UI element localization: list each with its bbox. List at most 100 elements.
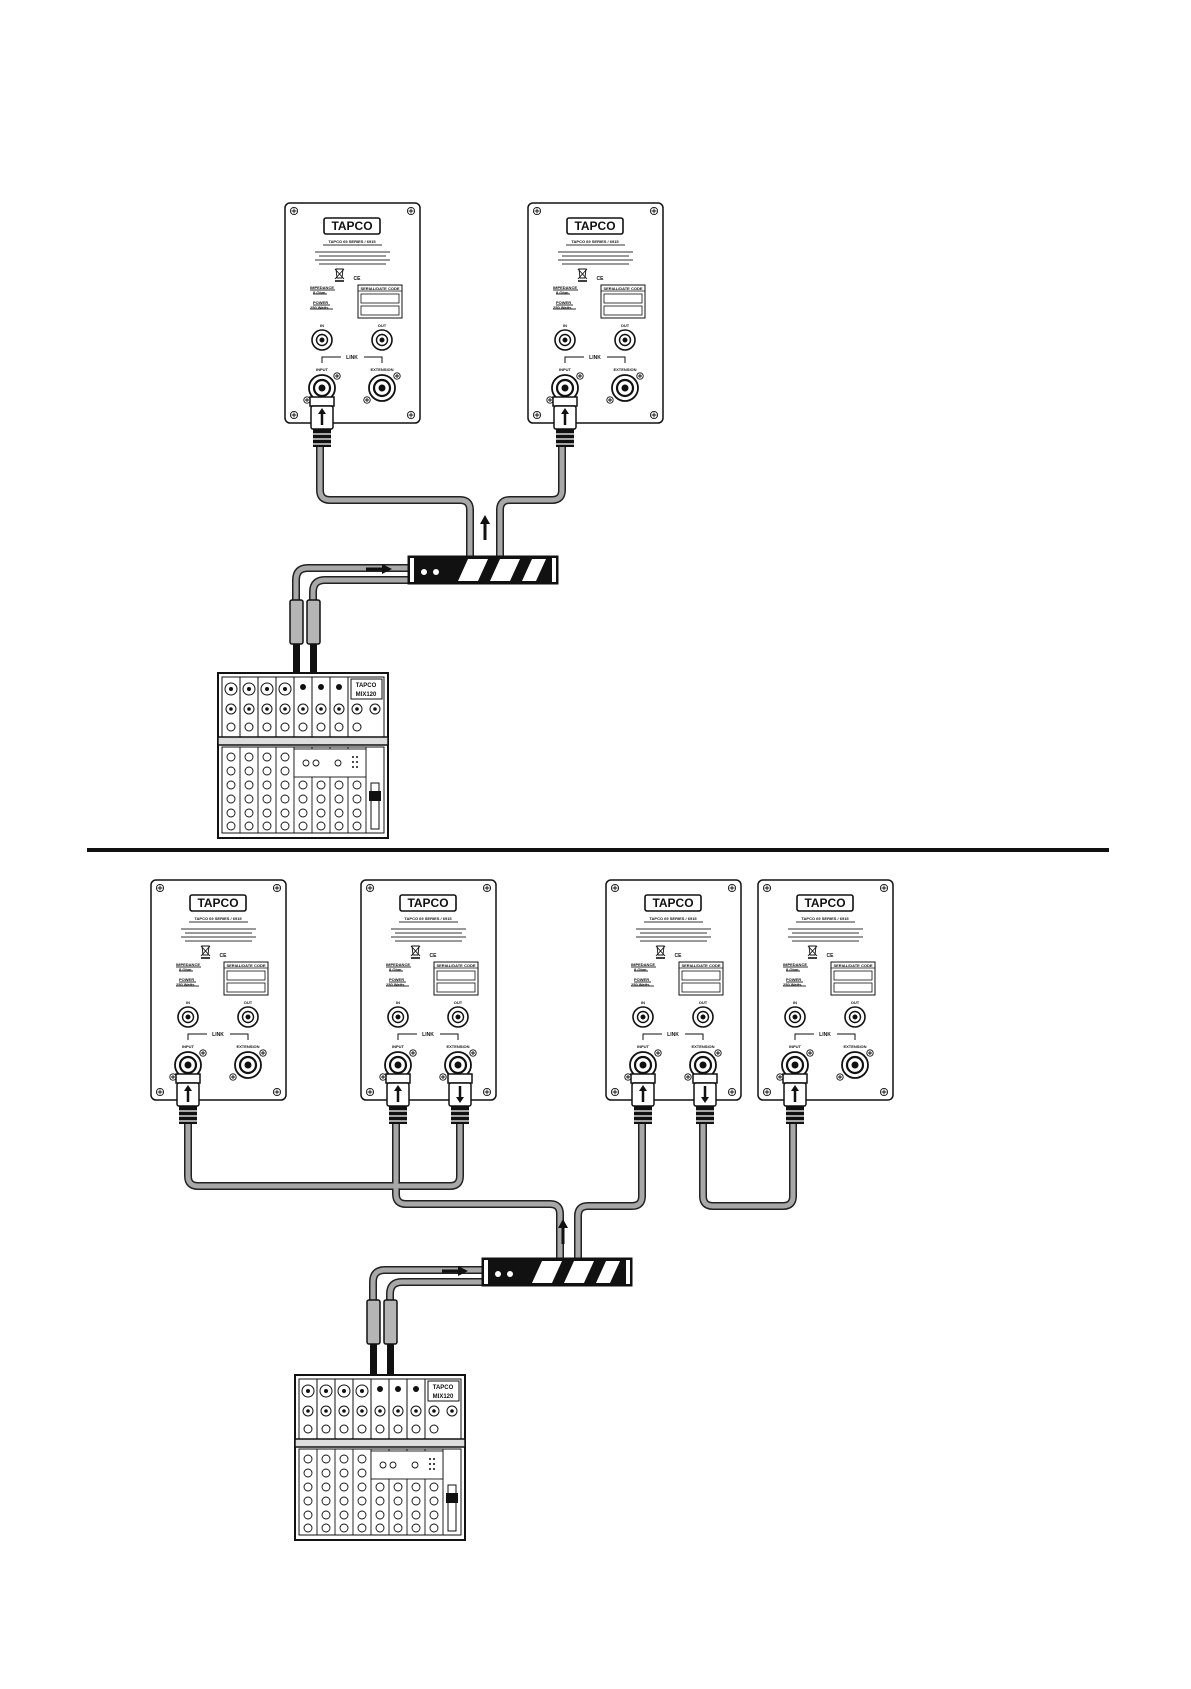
power-amplifier [407,555,559,585]
speaker-brand-logo: TAPCO [407,896,448,910]
out-label: OUT [621,323,630,328]
speakon-plug-icon [629,1072,657,1126]
speaker-panel [149,878,288,1102]
link-label: LINK [346,355,358,361]
power-value: 250 Watts [631,982,650,987]
serial-code-label: SERIAL/DATE CODE [833,963,872,968]
power-amplifier [481,1257,633,1287]
power-label: POWER [313,300,328,305]
speaker-brand-logo: TAPCO [331,219,372,233]
speaker-model-label: TAPCO 69 SERIES / 6915 [571,239,619,244]
speakon-plug-icon [446,1072,474,1126]
mixer-labels: TAPCO MIX120 [433,1385,454,1400]
serial-code-label: SERIAL/DATE CODE [436,963,475,968]
mixer-labels: TAPCO MIX120 [356,683,377,698]
signal-arrow-right-icon [442,1266,468,1276]
speakon-plug-icon [691,1072,719,1126]
speaker-model-label: TAPCO 69 SERIES / 6915 [404,916,452,921]
mixer-brand-logo: TAPCO [433,1385,454,1391]
in-label: IN [641,1000,645,1005]
impedance-label: IMPEDANCE [783,962,807,967]
serial-code-label: SERIAL/DATE CODE [603,286,642,291]
serial-code-label: SERIAL/DATE CODE [681,963,720,968]
out-label: OUT [699,1000,708,1005]
extension-label: EXTENSION [691,1044,714,1049]
input-label: INPUT [182,1044,195,1049]
speaker-brand-logo: TAPCO [574,219,615,233]
power-label: POWER [786,977,801,982]
power-value: 250 Watts [553,305,572,310]
speaker-panel [359,878,498,1102]
signal-arrow-up-icon [558,1219,568,1244]
mixer-input-plugs [289,599,321,674]
impedance-label: IMPEDANCE [386,962,410,967]
ce-mark: CE [430,953,438,959]
extension-label: EXTENSION [446,1044,469,1049]
speaker-model-label: TAPCO 69 SERIES / 6915 [649,916,697,921]
mixer-model-label: MIX120 [433,1394,454,1400]
ce-mark: CE [354,276,362,282]
ce-mark: CE [675,953,683,959]
link-label: LINK [819,1032,831,1038]
impedance-value: 8 Ohm [389,967,402,972]
power-label: POWER [389,977,404,982]
extension-label: EXTENSION [843,1044,866,1049]
out-label: OUT [378,323,387,328]
signal-arrow-right-icon [366,564,392,574]
bottom-setup [149,878,895,1541]
ce-mark: CE [827,953,835,959]
out-label: OUT [851,1000,860,1005]
speakon-plug-icon [174,1072,202,1126]
speaker-brand-logo: TAPCO [652,896,693,910]
power-value: 250 Watts [176,982,195,987]
mixer-brand-logo: TAPCO [356,683,377,689]
mixer-input-plugs [366,1299,398,1376]
signal-arrow-up-icon [480,515,490,540]
bottom-cables [184,1110,797,1304]
impedance-label: IMPEDANCE [631,962,655,967]
impedance-label: IMPEDANCE [176,962,200,967]
ce-mark: CE [220,953,228,959]
impedance-label: IMPEDANCE [310,285,334,290]
in-label: IN [793,1000,797,1005]
extension-label: EXTENSION [370,367,393,372]
impedance-label: IMPEDANCE [553,285,577,290]
power-label: POWER [179,977,194,982]
speaker-brand-logo: TAPCO [197,896,238,910]
extension-label: EXTENSION [236,1044,259,1049]
impedance-value: 8 Ohm [556,290,569,295]
speaker-panel [756,878,895,1102]
link-label: LINK [212,1032,224,1038]
out-label: OUT [454,1000,463,1005]
speaker-model-label: TAPCO 69 SERIES / 6915 [194,916,242,921]
speaker-model-label: TAPCO 69 SERIES / 6915 [328,239,376,244]
power-value: 250 Watts [310,305,329,310]
input-label: INPUT [637,1044,650,1049]
speaker-panel [604,878,743,1102]
speaker-panel [526,201,665,425]
power-value: 250 Watts [386,982,405,987]
impedance-value: 8 Ohm [313,290,326,295]
ce-mark: CE [597,276,605,282]
in-label: IN [186,1000,190,1005]
impedance-value: 8 Ohm [179,967,192,972]
link-label: LINK [667,1032,679,1038]
top-setup [217,201,665,839]
impedance-value: 8 Ohm [786,967,799,972]
in-label: IN [320,323,324,328]
serial-code-label: SERIAL/DATE CODE [360,286,399,291]
speakon-plug-icon [384,1072,412,1126]
speaker-model-label: TAPCO 69 SERIES / 6915 [801,916,849,921]
power-value: 250 Watts [783,982,802,987]
power-label: POWER [634,977,649,982]
mixer-model-label: MIX120 [356,692,377,698]
speakon-plug-icon [781,1072,809,1126]
input-label: INPUT [316,367,329,372]
